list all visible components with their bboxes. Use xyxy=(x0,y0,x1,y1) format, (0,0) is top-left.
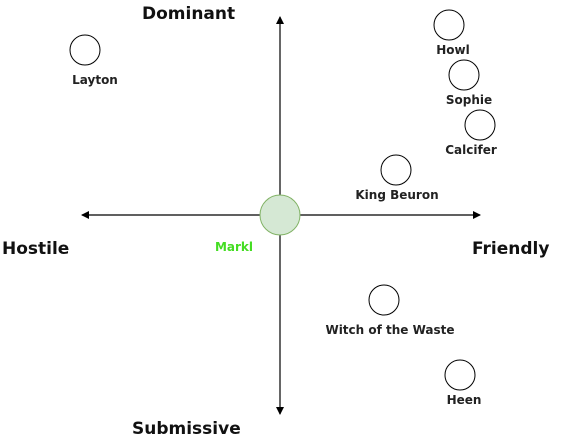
node-calcifer[interactable] xyxy=(464,109,496,141)
node-heen[interactable] xyxy=(444,359,476,391)
label-sophie: Sophie xyxy=(445,93,493,107)
axis-label-friendly: Friendly xyxy=(472,239,550,259)
node-king-beuron[interactable] xyxy=(380,154,412,186)
axis-label-dominant: Dominant xyxy=(142,4,236,24)
label-heen: Heen xyxy=(446,393,482,407)
axis-label-submissive: Submissive xyxy=(132,419,241,439)
node-howl[interactable] xyxy=(433,9,465,41)
node-layton[interactable] xyxy=(69,34,101,66)
label-howl: Howl xyxy=(436,43,470,57)
node-witch-of-the-waste[interactable] xyxy=(368,284,400,316)
center-label-markl: Markl xyxy=(214,240,254,254)
label-king-beuron: King Beuron xyxy=(355,188,439,202)
label-calcifer: Calcifer xyxy=(445,143,497,157)
center-node-markl[interactable] xyxy=(259,194,301,236)
label-layton: Layton xyxy=(72,73,118,87)
label-witch-of-the-waste: Witch of the Waste xyxy=(325,323,455,337)
axis-label-hostile: Hostile xyxy=(2,239,70,259)
node-sophie[interactable] xyxy=(448,59,480,91)
